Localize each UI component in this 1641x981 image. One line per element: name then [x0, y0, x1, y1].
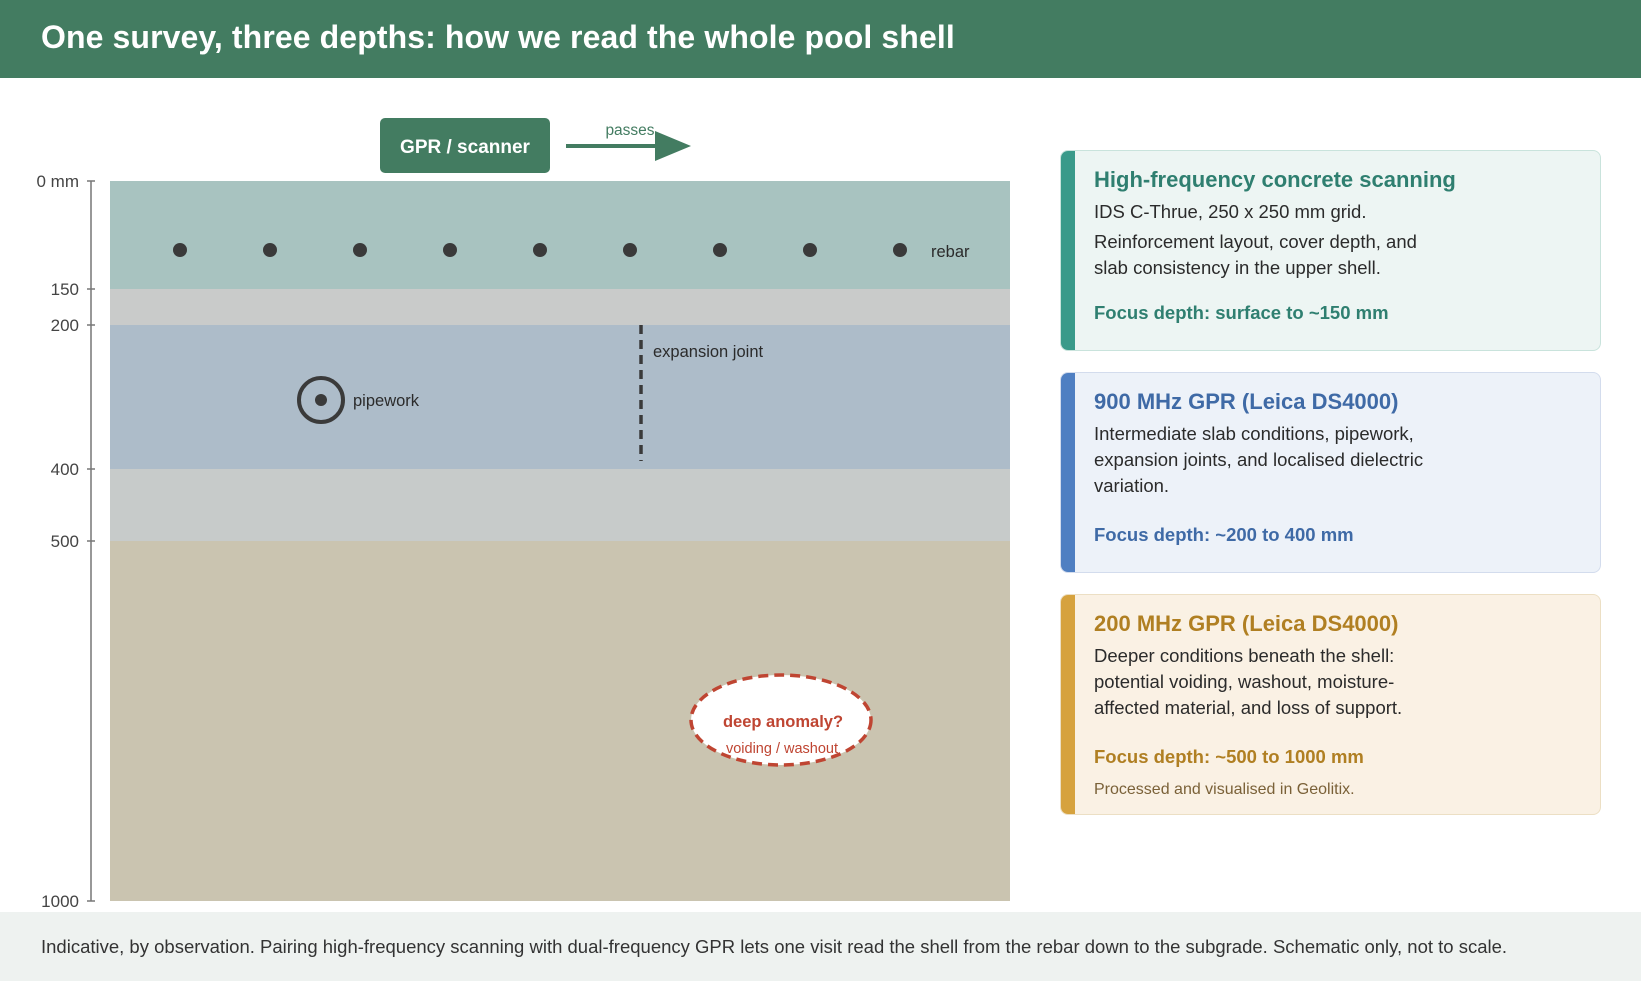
pipework-core	[315, 394, 327, 406]
rebar-dot	[353, 243, 367, 257]
rebar-dot	[893, 243, 907, 257]
card-note: Processed and visualised in Geolitix.	[1094, 781, 1355, 798]
rebar-dot	[623, 243, 637, 257]
card-200mhz-gpr: 200 MHz GPR (Leica DS4000) Deeper condit…	[1060, 594, 1601, 815]
rebar-dot	[713, 243, 727, 257]
layer-band-slab-transition-2	[110, 469, 1010, 541]
depth-tick-label: 400	[51, 460, 79, 479]
card-focus-depth: Focus depth: surface to ~150 mm	[1094, 302, 1389, 323]
card-title: 200 MHz GPR (Leica DS4000)	[1094, 611, 1399, 636]
deep-anomaly-marker	[689, 673, 873, 767]
card-body-line: IDS C-Thrue, 250 x 250 mm grid.	[1094, 201, 1367, 222]
passes-arrow-head	[655, 131, 691, 161]
rebar-dot	[533, 243, 547, 257]
footer-caption: Indicative, by observation. Pairing high…	[41, 936, 1508, 957]
card-body-text: Deeper conditions beneath the shell: pot…	[1094, 645, 1403, 718]
layer-band-subgrade	[110, 541, 1010, 901]
card-accent-bar	[1061, 151, 1075, 350]
cross-section-diagram: 0 mm 150 200 400 500 1000 GPR / scanner passe…	[37, 118, 1010, 911]
scanner-box	[380, 118, 550, 173]
card-title: 900 MHz GPR (Leica DS4000)	[1094, 389, 1399, 414]
page-title: One survey, three depths: how we read th…	[41, 19, 955, 55]
footer-caption-bar: Indicative, by observation. Pairing high…	[0, 912, 1641, 981]
scanner-label: GPR / scanner	[400, 137, 530, 158]
card-title: High-frequency concrete scanning	[1094, 167, 1456, 192]
depth-tick-label: 0 mm	[37, 172, 80, 191]
layer-band-intermediate-slab	[110, 325, 1010, 469]
card-body-text: Intermediate slab conditions, pipework, …	[1094, 423, 1424, 496]
depth-tick-label: 150	[51, 280, 79, 299]
depth-axis: 0 mm 150 200 400 500 1000	[37, 172, 95, 911]
card-accent-bar	[1061, 373, 1075, 572]
expansion-joint-label: expansion joint	[653, 343, 763, 361]
card-body: IDS C-Thrue, 250 x 250 mm grid. Reinforc…	[1094, 199, 1574, 281]
card-body-line: Reinforcement layout, cover depth, and s…	[1094, 231, 1417, 278]
page-header: One survey, three depths: how we read th…	[0, 0, 1641, 78]
rebar-row	[173, 243, 907, 257]
anomaly-subtitle: voiding / washout	[726, 741, 838, 757]
rebar-dot	[263, 243, 277, 257]
depth-tick-label: 1000	[41, 892, 79, 911]
rebar-dot	[173, 243, 187, 257]
passes-label: passes	[605, 122, 654, 139]
rebar-dot	[803, 243, 817, 257]
card-focus-depth: Focus depth: ~500 to 1000 mm	[1094, 746, 1364, 767]
pipework-ring	[297, 376, 345, 424]
layer-band-reinforced-slab	[110, 181, 1010, 289]
rebar-dot	[443, 243, 457, 257]
card-900mhz-gpr: 900 MHz GPR (Leica DS4000) Intermediate …	[1060, 372, 1601, 573]
anomaly-title: deep anomaly?	[723, 713, 843, 731]
depth-tick-label: 500	[51, 532, 79, 551]
layer-bands	[110, 181, 1010, 901]
pipework-label: pipework	[353, 392, 420, 410]
card-body: Intermediate slab conditions, pipework, …	[1094, 421, 1574, 499]
card-high-frequency-scanning: High-frequency concrete scanning IDS C-T…	[1060, 150, 1601, 351]
card-focus-depth: Focus depth: ~200 to 400 mm	[1094, 524, 1354, 545]
layer-band-slab-transition-1	[110, 289, 1010, 325]
card-body: Deeper conditions beneath the shell: pot…	[1094, 643, 1574, 721]
depth-tick-label: 200	[51, 316, 79, 335]
card-accent-bar	[1061, 595, 1075, 814]
rebar-label: rebar	[931, 243, 970, 261]
